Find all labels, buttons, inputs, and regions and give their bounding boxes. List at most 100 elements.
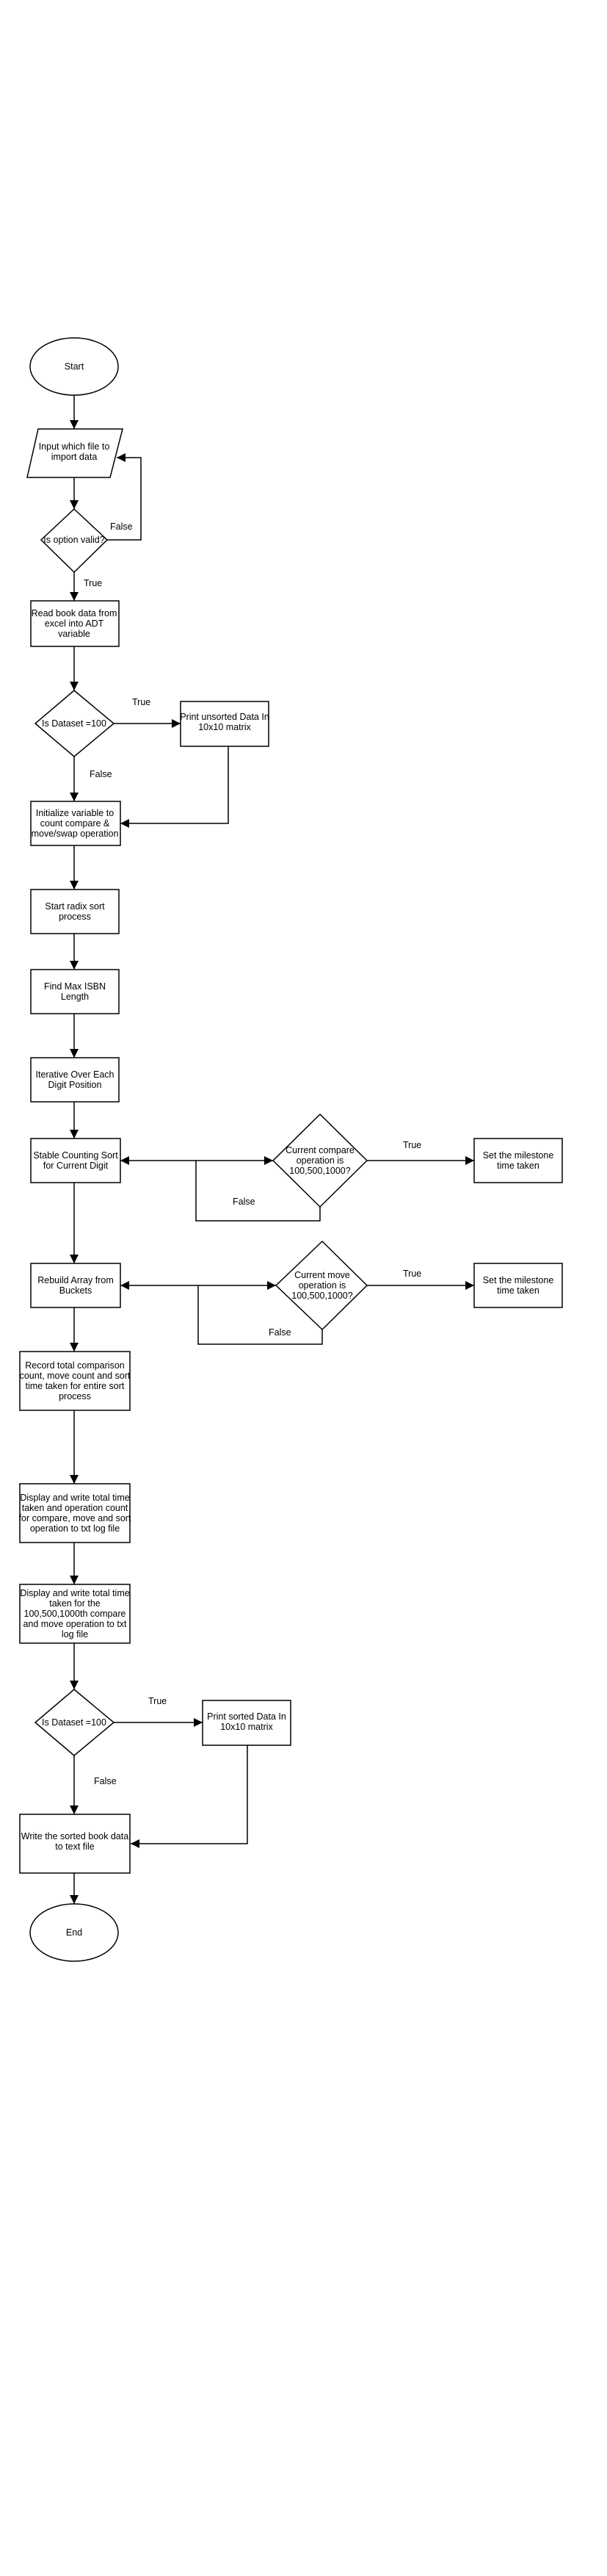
node-option-valid: Is option valid? (40, 508, 109, 574)
node-label-line: variable (58, 629, 90, 639)
node-label-line: Current compare (286, 1145, 355, 1155)
node-label-line: 100,500,1000? (291, 1291, 352, 1301)
node-label-line: time taken for entire sort (26, 1381, 125, 1391)
node-label-line: 100,500,1000? (289, 1166, 350, 1176)
node-label-line: Read book data from (32, 608, 117, 618)
edge-move-false-loop (197, 1285, 323, 1345)
node-label-line: Is Dataset =100 (42, 718, 106, 729)
node-label-line: Iterative Over Each (36, 1069, 115, 1080)
node-label-line: Print sorted Data In (207, 1711, 286, 1722)
label-move-false: False (269, 1327, 291, 1338)
node-label-line: 100,500,1000th compare (24, 1609, 126, 1619)
node-label-line: Display and write total time (20, 1588, 129, 1598)
label-dataset-b-true: True (148, 1696, 167, 1706)
node-label-end: End (66, 1927, 82, 1938)
node-label-line: count compare & (40, 818, 110, 829)
node-label-line: Length (61, 992, 89, 1002)
node-label-line: Set the milestone (483, 1150, 554, 1161)
node-label-line: Digit Position (48, 1080, 102, 1090)
node-label-line: Start (65, 361, 84, 372)
node-label-line: log file (62, 1629, 88, 1639)
node-label-line: count, move count and sort (20, 1371, 131, 1381)
node-label-line: move/swap operation (32, 829, 119, 839)
node-label-line: Find Max ISBN (44, 981, 106, 992)
node-label-line: excel into ADT (45, 618, 104, 629)
node-label-line: taken for the (49, 1598, 101, 1609)
node-label-start: Start (65, 361, 84, 372)
node-label-line: Record total comparison (25, 1360, 125, 1371)
node-label-line: time taken (497, 1161, 539, 1171)
node-label-dataset-100-b: Is Dataset =100 (42, 1717, 106, 1728)
edge-print-to-init (120, 746, 229, 828)
node-end: End (29, 1903, 119, 1962)
node-label-line: process (59, 912, 91, 922)
node-label-line: Stable Counting Sort (33, 1150, 118, 1161)
edges (70, 395, 474, 1904)
node-label-line: and move operation to txt (23, 1619, 127, 1629)
node-dataset-100-b: Is Dataset =100 (34, 1689, 115, 1756)
node-label-line: import data (51, 452, 98, 462)
node-label-line: Buckets (59, 1285, 92, 1296)
label-compare-false: False (233, 1197, 255, 1207)
node-label-line: operation is (299, 1280, 346, 1291)
node-label-line: 10x10 matrix (198, 722, 251, 732)
node-label-line: to text file (55, 1841, 95, 1852)
node-label-line: for compare, move and sort (19, 1513, 131, 1523)
node-label-line: Set the milestone (483, 1275, 554, 1285)
node-label-line: 10x10 matrix (220, 1722, 273, 1732)
label-move-true: True (403, 1269, 421, 1279)
node-label-line: Print unsorted Data In (180, 712, 269, 722)
label-dataset-b-false: False (94, 1776, 117, 1786)
node-label-line: time taken (497, 1285, 539, 1296)
node-label-line: Input which file to (39, 441, 110, 452)
node-label-line: Start radix sort (45, 901, 105, 912)
node-label-line: Rebuild Array from (37, 1275, 114, 1285)
node-label-line: Initialize variable to (36, 808, 114, 818)
label-option-true: True (84, 578, 102, 588)
node-label-line: Is option valid? (43, 535, 104, 545)
node-label-line: for Current Digit (43, 1161, 109, 1171)
node-label-line: Is Dataset =100 (42, 1717, 106, 1728)
node-label-dataset-100-a: Is Dataset =100 (42, 718, 106, 729)
label-dataset-a-true: True (132, 697, 150, 707)
node-label-line: Display and write total time (20, 1493, 129, 1503)
node-label-line: End (66, 1927, 82, 1938)
node-start: Start (29, 337, 119, 396)
